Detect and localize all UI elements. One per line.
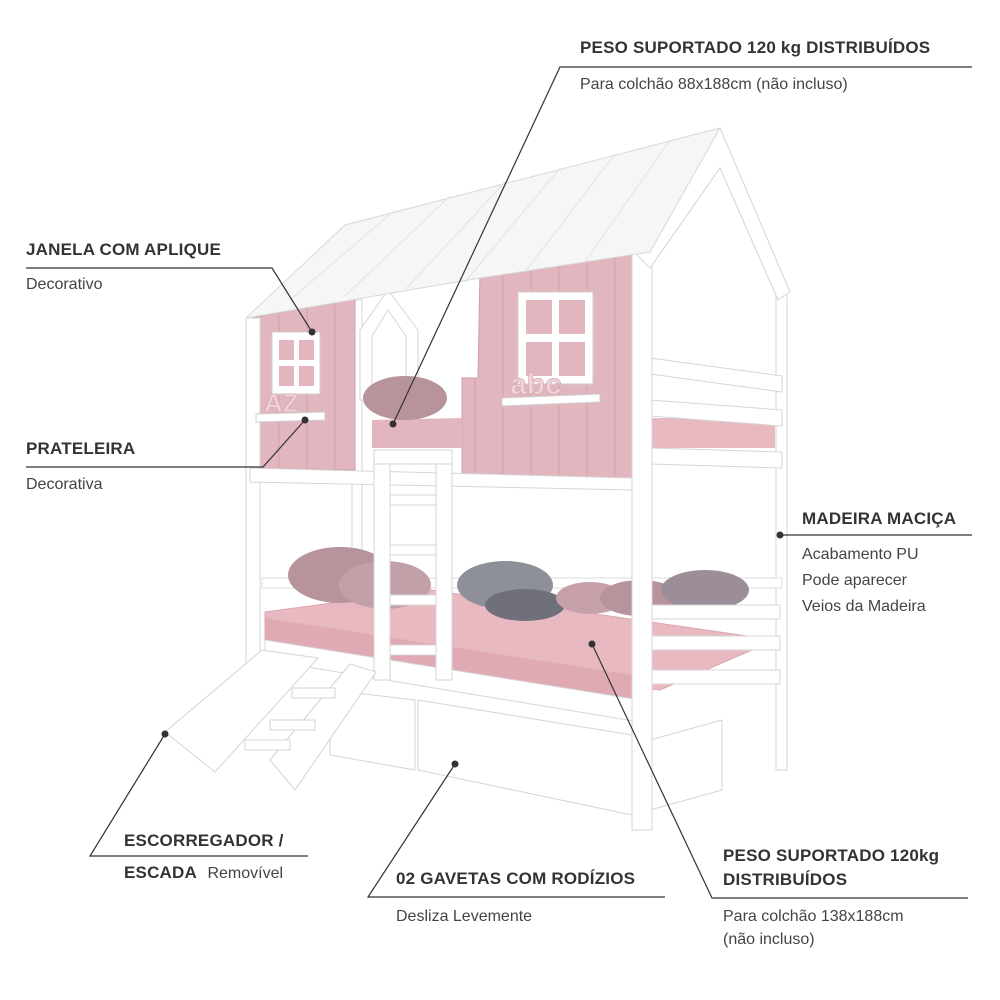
peso-bottom-title-line2: DISTRIBUÍDOS <box>723 870 848 889</box>
madeira-line-3: Veios da Madeira <box>802 598 926 615</box>
escorregador-title-line1: ESCORREGADOR / <box>124 831 284 850</box>
gavetas-sub: Desliza Levemente <box>396 908 533 925</box>
gavetas-title: 02 GAVETAS COM RODÍZIOS <box>396 869 636 888</box>
upper-panel-inner <box>372 418 462 448</box>
window-right <box>517 291 594 385</box>
back-post-right <box>775 289 788 771</box>
leader-gavetas <box>366 763 665 898</box>
janela-sub: Decorativo <box>26 276 103 293</box>
drawer-right-back <box>649 719 723 811</box>
leader-dots <box>161 328 784 768</box>
drawer-right <box>417 699 633 816</box>
madeira-line-1: Acabamento PU <box>802 546 919 563</box>
leader-peso-top <box>392 66 972 425</box>
ladder <box>373 449 453 681</box>
peso-bottom-sub-line1: Para colchão 138x188cm <box>723 908 904 925</box>
prateleira-title: PRATELEIRA <box>26 439 136 458</box>
front-post-left <box>245 317 261 669</box>
escorregador-line2: ESCADA Removível <box>124 863 283 883</box>
escorregador-sub: Removível <box>207 865 284 882</box>
letters-right-icon: abc <box>510 368 562 401</box>
window-left <box>271 331 321 395</box>
prateleira-sub: Decorativa <box>26 476 103 493</box>
leader-escorregador <box>88 733 308 857</box>
peso-bottom-title-line1: PESO SUPORTADO 120kg <box>723 846 940 865</box>
escorregador-title-line2: ESCADA <box>124 863 197 882</box>
lower-right-guard <box>649 604 781 685</box>
shelf-right <box>501 393 601 407</box>
letters-left-icon: AZ <box>264 388 299 418</box>
madeira-title: MADEIRA MACIÇA <box>802 509 957 528</box>
leader-prateleira <box>26 419 306 468</box>
upper-right-guard <box>649 357 783 469</box>
peso-top-sub: Para colchão 88x188cm (não incluso) <box>580 76 848 93</box>
peso-bottom-sub-line2: (não incluso) <box>723 931 815 948</box>
janela-title: JANELA COM APLIQUE <box>26 240 222 259</box>
madeira-lines: Acabamento PU Pode aparecer Veios da Mad… <box>802 542 926 620</box>
slide-stairs <box>164 649 377 791</box>
roof-planks <box>289 139 671 301</box>
peso-top-title: PESO SUPORTADO 120 kg DISTRIBUÍDOS <box>580 38 931 57</box>
leader-lines <box>26 66 972 899</box>
madeira-line-2: Pode aparecer <box>802 572 907 589</box>
leader-peso-bottom <box>591 643 968 899</box>
front-post-right <box>631 249 653 831</box>
leader-janela <box>26 267 313 333</box>
roof <box>244 127 722 319</box>
